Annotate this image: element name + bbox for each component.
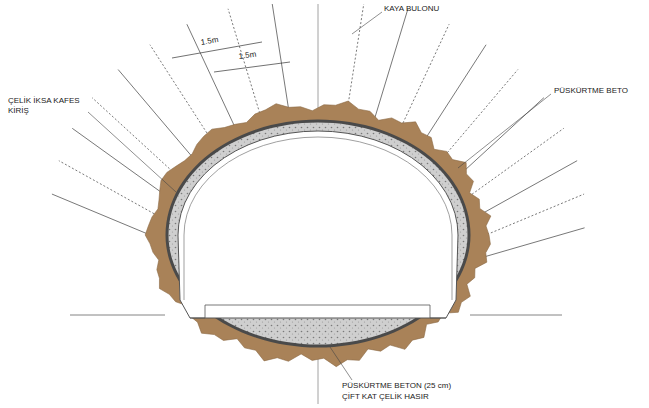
callout-label: ÇİFT KAT ÇELİK HASIR xyxy=(342,392,429,402)
rock-bolt xyxy=(72,128,173,201)
leader-line xyxy=(458,94,551,168)
rock-bolt xyxy=(228,9,264,129)
ground-line xyxy=(70,315,165,316)
dimension-label: 1.5m xyxy=(200,35,219,48)
dimension-line xyxy=(214,62,290,72)
rock-bolt xyxy=(418,45,486,150)
shotcrete-layer xyxy=(167,121,469,346)
leader-line xyxy=(330,347,352,380)
ground-line xyxy=(470,315,562,316)
callout-label: KAYA BULONU xyxy=(384,4,439,14)
rock-bolt xyxy=(92,98,184,183)
callout-label: ÇELİK İKSA KAFES KİRİŞ xyxy=(8,96,88,116)
leader-line xyxy=(88,112,176,192)
inner-profile xyxy=(184,137,452,300)
rock-bolt xyxy=(372,9,408,129)
rock-bolt xyxy=(187,24,240,137)
leader-line xyxy=(352,12,382,34)
dimension-label: 1.5m xyxy=(238,50,257,62)
inner-lining xyxy=(178,131,458,318)
callout-label: PÜSKÜRTME BETO xyxy=(554,86,628,96)
platform-line xyxy=(190,305,446,318)
rock-bolt xyxy=(396,24,449,137)
rock-bolt xyxy=(462,128,563,201)
rock-bolt xyxy=(437,70,518,165)
callout-label: PÜSKÜRTME BETON (25 cm) xyxy=(342,381,451,391)
rock-mass xyxy=(145,101,491,367)
